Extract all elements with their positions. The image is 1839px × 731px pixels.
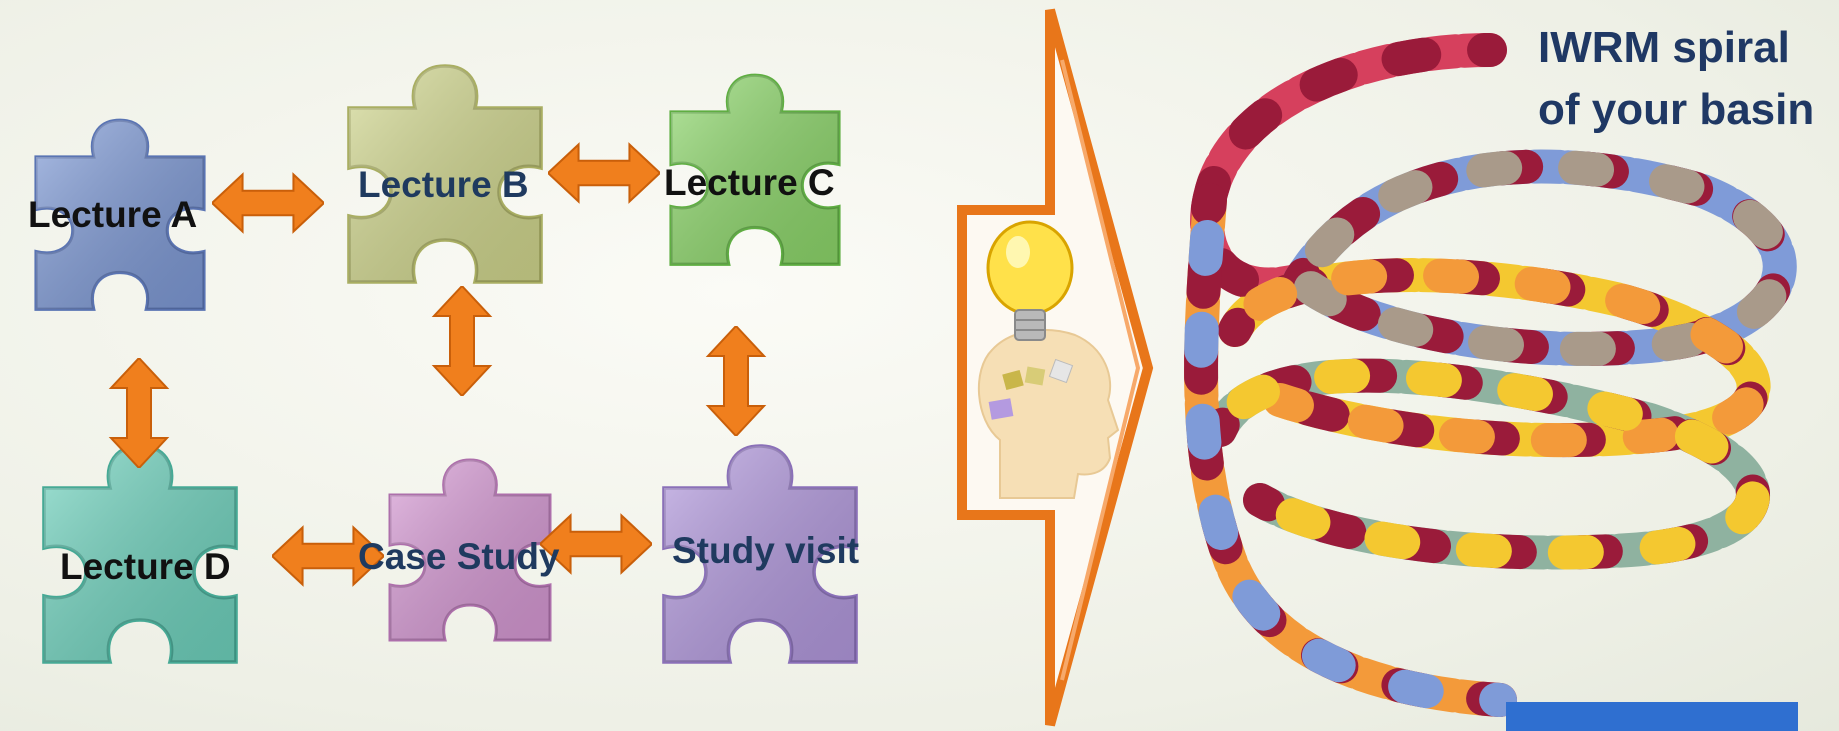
label-lecture-c: Lecture C [664,162,835,203]
arrow-b-case [432,286,492,396]
head-lightbulb-icon [977,220,1120,499]
arrow-b-c [548,143,660,203]
arrow-c-visit [706,326,766,436]
label-study-visit: Study visit [672,530,860,571]
label-lecture-d: Lecture D [60,546,231,587]
spiral-title-line1: IWRM spiral [1538,23,1790,72]
iwrm-spiral [1184,33,1797,717]
arrow-a-b [212,173,324,233]
label-lecture-b: Lecture B [358,164,529,205]
spiral-title-line2: of your basin [1538,85,1815,134]
label-lecture-a: Lecture A [28,194,198,235]
label-case-study: Case Study [358,536,560,577]
blue-bar [1506,702,1798,731]
